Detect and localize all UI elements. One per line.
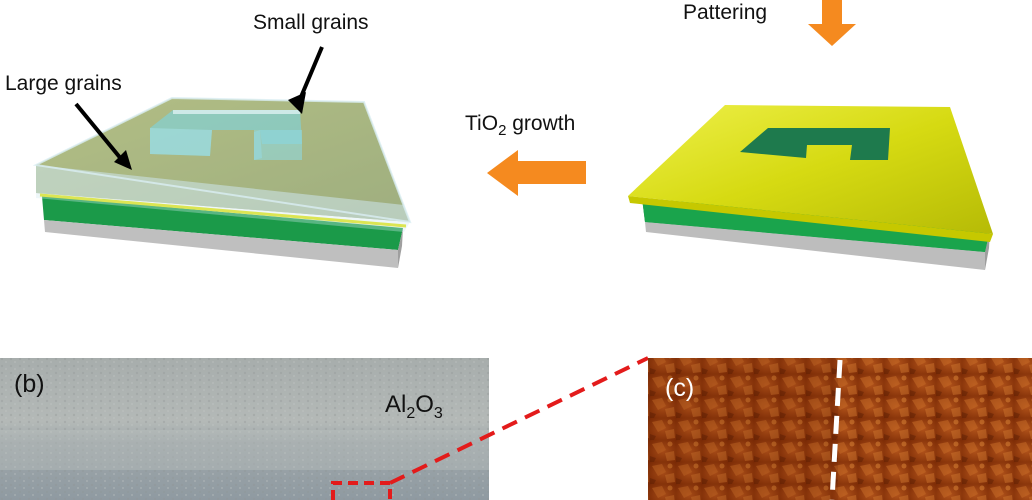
al2o3-label: Al2O3 [385, 393, 443, 422]
al-subscript: 2 [406, 404, 416, 422]
zoom-region-box [331, 481, 392, 500]
panel-c-label: (c) [665, 374, 695, 402]
tio2-growth-label: TiO2 growth [465, 113, 575, 138]
zoom-connector-lines [389, 356, 649, 485]
patterned-substrate [628, 105, 993, 270]
micrograph-panel-b [0, 358, 489, 500]
grain-boundary-line [829, 359, 843, 500]
afm-panel-c [648, 358, 1032, 500]
al-text: Al [385, 391, 407, 418]
large-grains-label: Large grains [5, 72, 122, 95]
small-grain-pattern [150, 110, 302, 160]
pattering-arrow [808, 0, 856, 46]
pattering-label: Pattering [683, 1, 768, 24]
o-text: O [415, 391, 434, 418]
pattern-opening [740, 128, 890, 160]
tio2-prefix: TiO [465, 112, 499, 135]
large-grains-pointer [74, 102, 132, 170]
tio2-grown-substrate [32, 96, 412, 268]
small-grains-pointer [288, 46, 324, 114]
panel-b-label: (b) [14, 370, 45, 398]
small-grains-label: Small grains [253, 11, 369, 34]
tio2-suffix: growth [506, 112, 576, 135]
tio2-growth-arrow [487, 150, 586, 196]
tio2-subscript: 2 [498, 122, 507, 140]
o-subscript: 3 [433, 404, 443, 422]
